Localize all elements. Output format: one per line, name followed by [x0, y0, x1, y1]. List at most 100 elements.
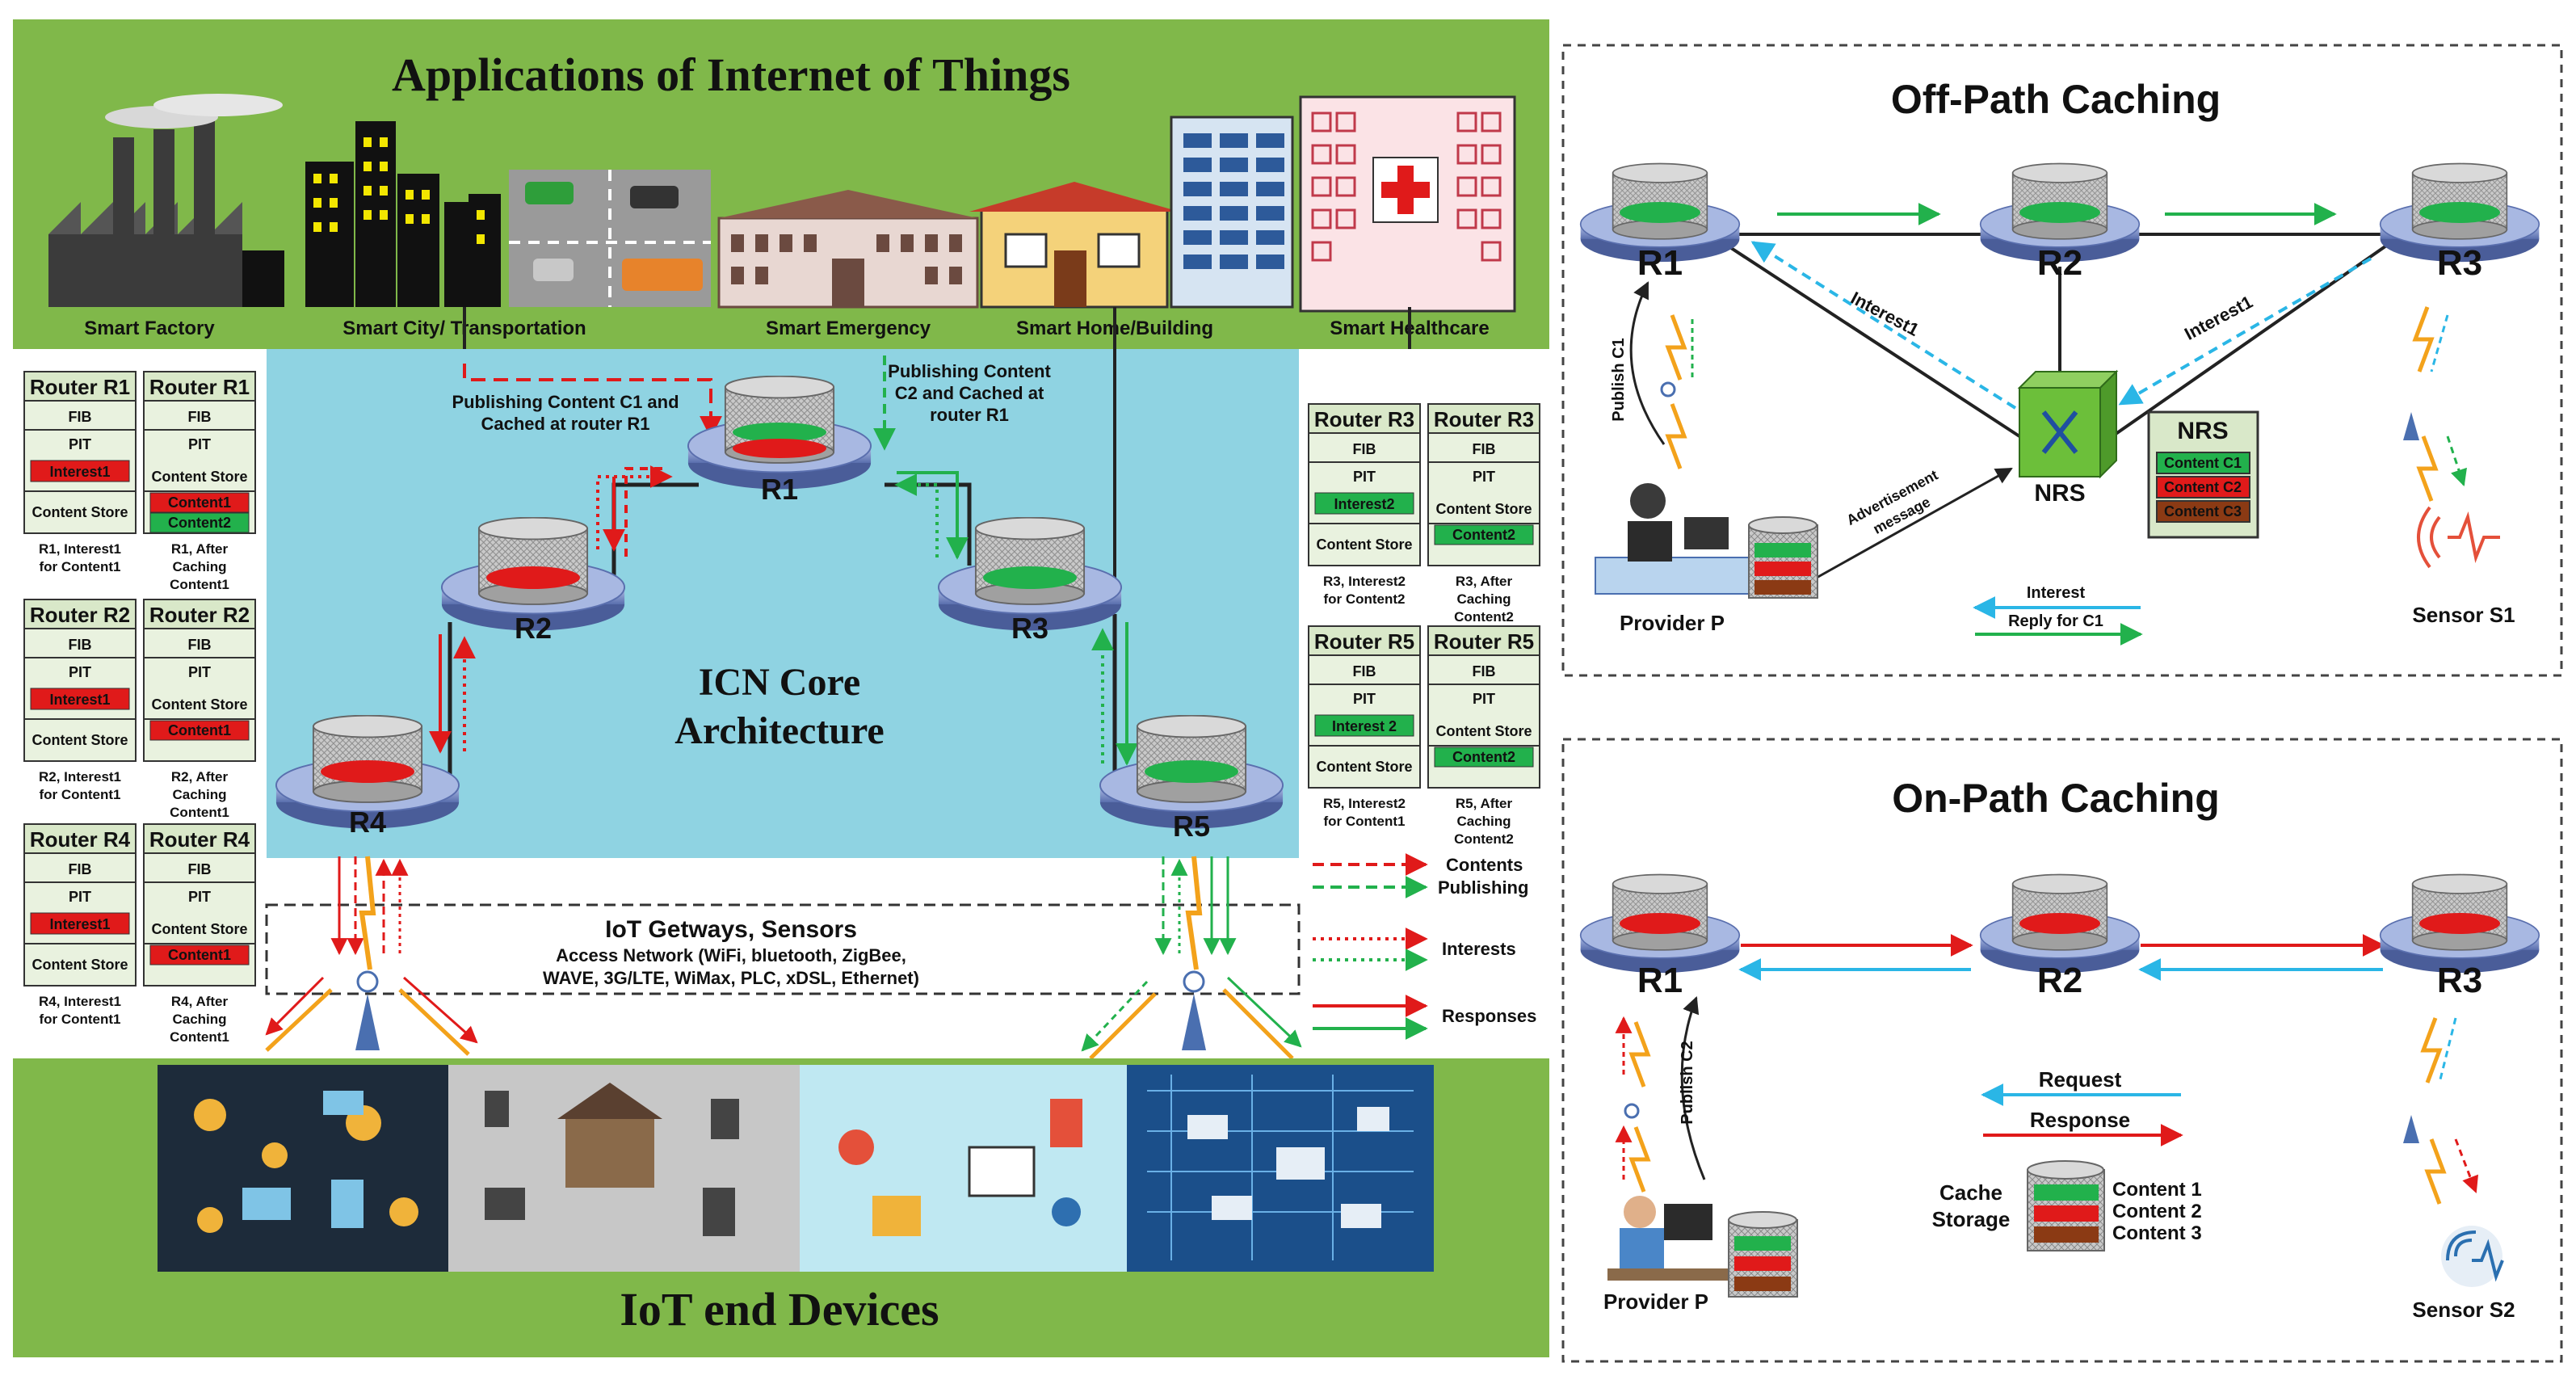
content-store-label: Content Store [32, 504, 128, 520]
router-table-caption: Caching [172, 559, 226, 574]
content-store-label: Content Store [1317, 759, 1413, 775]
publish-c1-line2: Cached at router R1 [481, 414, 649, 434]
publish-c2-line2: C2 and Cached at [895, 383, 1044, 403]
onpath-sensor-label: Sensor S2 [2412, 1298, 2515, 1322]
onpath-provider-storage [1728, 1211, 1798, 1298]
offpath-wireless-right [2403, 306, 2467, 502]
fib-label: FIB [1473, 441, 1496, 457]
onpath-wireless-left [1615, 1016, 1651, 1193]
router-table-caption: Content1 [170, 1029, 229, 1045]
publish-c2-line3: router R1 [930, 405, 1009, 425]
core-router-r3 [937, 517, 1123, 632]
nrs-label: NRS [2034, 480, 2085, 507]
smart-home-illustration [969, 182, 1179, 309]
router-table-title: Router R2 [30, 603, 130, 627]
smart-healthcare-illustration [1299, 95, 1516, 313]
offpath-interest-label-right: Interest1 [2181, 292, 2256, 344]
router-table-title: Router R4 [30, 827, 131, 852]
pit-label: PIT [1353, 469, 1376, 485]
onpath-router-r1 [1579, 873, 1741, 974]
nrs-table-title: NRS [2177, 418, 2228, 444]
pit-label: PIT [188, 436, 211, 452]
router-table-title: Router R1 [149, 375, 250, 399]
gateway-title: IoT Getways, Sensors [605, 916, 857, 943]
router-table-caption: Content2 [1454, 831, 1514, 847]
router-table-title: Router R5 [1314, 629, 1414, 654]
fib-label: FIB [188, 409, 212, 425]
fib-label: FIB [188, 861, 212, 877]
smart-emergency-illustration [717, 190, 979, 309]
smart-building-illustration [1170, 116, 1294, 309]
onpath-wireless-right [2403, 1017, 2479, 1205]
fib-label: FIB [69, 409, 92, 425]
nrs-row-c3: Content C3 [2164, 503, 2242, 520]
fib-label: FIB [1473, 663, 1496, 679]
fib-label: FIB [1353, 441, 1376, 457]
core-router-r1 [687, 376, 872, 490]
core-router-label-r3: R3 [1011, 612, 1048, 645]
app-label-emergency: Smart Emergency [766, 318, 931, 339]
core-router-label-r5: R5 [1173, 810, 1210, 843]
router-table-caption: Caching [172, 1012, 226, 1027]
fib-label: FIB [188, 637, 212, 653]
cache-label-line1: Cache [1939, 1180, 2002, 1205]
router-table-caption: R4, After [171, 994, 229, 1009]
content-store-entry: Content1 [168, 947, 231, 963]
content-store-label: Content Store [1436, 501, 1532, 517]
content-store-label: Content Store [152, 921, 248, 937]
router-table-caption: for Content1 [39, 787, 120, 802]
offpath-sensor-label: Sensor S1 [2412, 603, 2515, 627]
router-table-title: Router R2 [149, 603, 250, 627]
offpath-legend-reply: Reply for C1 [2008, 612, 2103, 630]
nrs-row-c1: Content C1 [2164, 455, 2242, 471]
smart-city-illustration [305, 121, 711, 307]
router-table-title: Router R3 [1314, 407, 1414, 431]
router-table-caption: R1, After [171, 541, 229, 557]
legend-responses: Responses [1442, 1006, 1536, 1026]
nrs-table: NRS Content C1 Content C2 Content C3 [2147, 410, 2259, 539]
sensor-s1-icon [2417, 506, 2500, 569]
fib-label: FIB [69, 637, 92, 653]
router-table-caption: for Content1 [1323, 814, 1405, 829]
router-table-title: Router R1 [30, 375, 130, 399]
router-table-caption: Caching [1456, 591, 1511, 607]
core-router-label-r2: R2 [515, 612, 552, 645]
offpath-legend-interest: Interest [2027, 584, 2086, 602]
cache-storage-legend: Cache Storage Content 1 Content 2 Conten… [1932, 1160, 2202, 1251]
core-router-r4 [275, 715, 460, 830]
onpath-provider-icon [1607, 996, 1729, 1281]
pit-entry: Interest1 [49, 916, 110, 932]
content-store-label: Content Store [152, 469, 248, 485]
offpath-router-label-r3: R3 [2437, 243, 2482, 283]
offpath-provider-label: Provider P [1620, 611, 1725, 635]
devices-title: IoT end Devices [620, 1283, 939, 1336]
offpath-wireless-left [1660, 314, 1694, 469]
router-table-caption: R3, Interest2 [1323, 574, 1406, 589]
content-store-entry: Content1 [168, 494, 231, 511]
cache-content-3: Content 3 [2112, 1222, 2202, 1244]
pit-label: PIT [188, 889, 211, 905]
router-table-caption: R5, Interest2 [1323, 796, 1406, 811]
offpath-router-label-r2: R2 [2037, 243, 2082, 283]
core-router-r5 [1099, 715, 1284, 830]
gateway-line2: WAVE, 3G/LTE, WiMax, PLC, xDSL, Ethernet… [543, 968, 919, 988]
core-router-label-r4: R4 [349, 806, 386, 839]
router-table-caption: for Content1 [39, 559, 120, 574]
core-title-line1: ICN Core [699, 661, 860, 704]
offpath-provider-storage [1748, 516, 1818, 599]
onpath-router-label-r1: R1 [1637, 961, 1683, 1000]
offpath-provider-icon [1595, 281, 1766, 595]
onpath-provider-label: Provider P [1603, 1289, 1708, 1314]
content-store-label: Content Store [152, 696, 248, 713]
router-table-caption: Caching [1456, 814, 1511, 829]
offpath-router-label-r1: R1 [1637, 243, 1683, 283]
core-router-label-r1: R1 [761, 473, 798, 506]
